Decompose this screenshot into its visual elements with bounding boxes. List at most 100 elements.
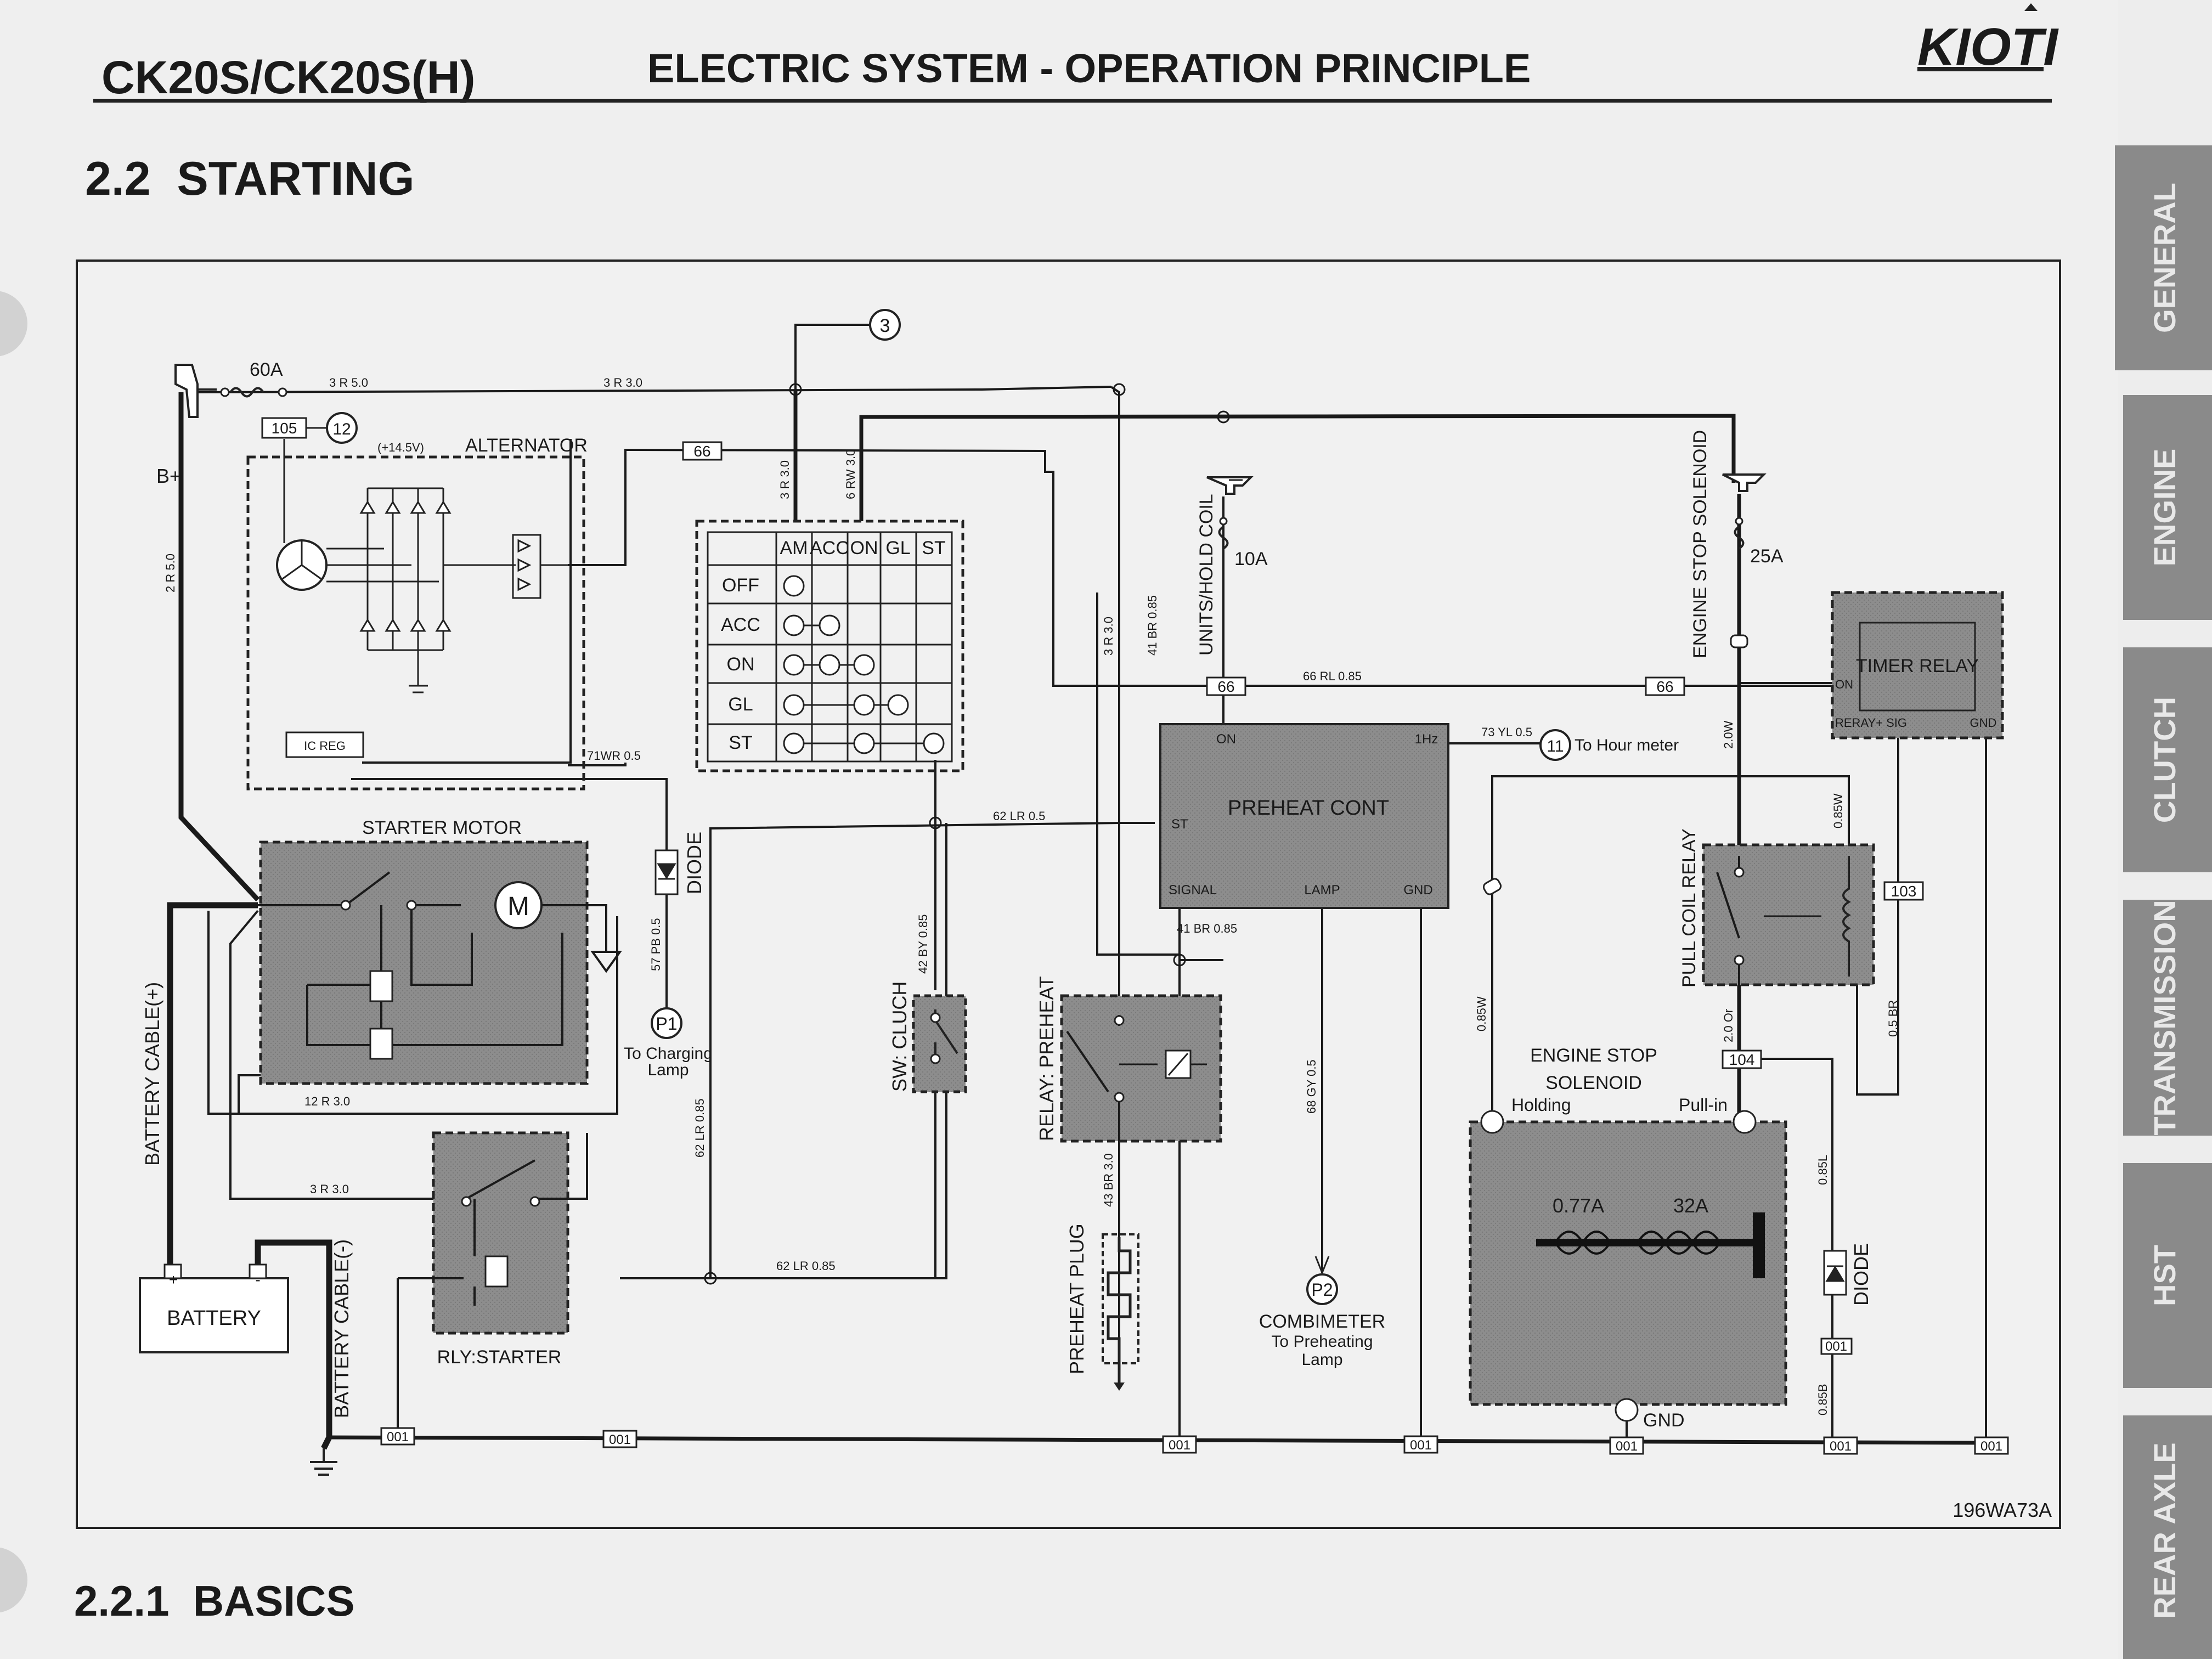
tab-engine[interactable] [2123, 395, 2212, 620]
wire-43br30-label: 43 BR 3.0 [1102, 1153, 1115, 1207]
wire-085b-label: 0.85B [1816, 1384, 1830, 1416]
wire-62lr05-label: 62 LR 0.5 [993, 809, 1045, 823]
clutch-switch [912, 994, 967, 1093]
wire-3r30-mid-label: 3 R 3.0 [1102, 617, 1115, 656]
tab-engine-label: ENGINE [2147, 449, 2182, 567]
svg-text:RERAY+ SIG: RERAY+ SIG [1835, 716, 1907, 730]
svg-text:GND: GND [1403, 883, 1432, 898]
svg-text:001: 001 [1410, 1438, 1432, 1453]
inline-connector-left [1482, 878, 1502, 895]
p1-terminal: P1 [651, 1007, 682, 1039]
svg-text:11: 11 [1547, 737, 1564, 755]
svg-text:001: 001 [1169, 1438, 1190, 1453]
node-001-diode: 001 [1820, 1338, 1853, 1355]
wire-73yl05-label: 73 YL 0.5 [1481, 725, 1532, 739]
wire-57pb05-label: 57 PB 0.5 [649, 918, 663, 971]
ks-row-on: ON [727, 654, 755, 675]
brand-logo: KIOTI [1917, 18, 2059, 76]
relay-starter-label: RLY:STARTER [437, 1347, 562, 1368]
ks-row-acc: ACC [721, 614, 760, 635]
node-11: 11 [1539, 729, 1571, 761]
figure-id: 196WA73A [1953, 1499, 2052, 1521]
engine-stop-solenoid-v-label: ENGINE STOP SOLENOID [1690, 430, 1711, 658]
ground-connectors: 001 001 001 001 001 001 001 [380, 1427, 2009, 1455]
combimeter-label: COMBIMETER [1259, 1311, 1385, 1332]
svg-text:GND: GND [1970, 716, 1997, 730]
to-hour-meter-label: To Hour meter [1575, 736, 1679, 754]
svg-text:001: 001 [609, 1432, 631, 1447]
pull-in-label: Pull-in [1679, 1095, 1728, 1115]
wire-2r50-label: 2 R 5.0 [163, 554, 177, 592]
svg-text:+: + [169, 1271, 178, 1288]
svg-text:LAMP: LAMP [1304, 883, 1340, 898]
battery-terminal [174, 364, 217, 418]
node-105: 105 12 [261, 412, 358, 444]
tab-hst[interactable] [2123, 1163, 2212, 1388]
amp-077-label: 0.77A [1553, 1194, 1604, 1217]
page-header: CK20S/CK20S(H) ELECTRIC SYSTEM - OPERATI… [74, 3, 2059, 1625]
fuse-10a-label: 10A [1234, 549, 1268, 569]
engine-stop-solenoid [1469, 1110, 1787, 1422]
amp-32-label: 32A [1673, 1194, 1708, 1217]
wire-3r30-low-label: 3 R 3.0 [310, 1182, 349, 1196]
motor-m-label: M [507, 892, 529, 921]
tab-rear-axle[interactable] [2123, 1415, 2212, 1659]
node-103: 103 [1883, 881, 1924, 901]
preheat-plug-label: PREHEAT PLUG [1065, 1223, 1088, 1374]
battery-cable-neg-label: BATTERY CABLE(-) [330, 1239, 353, 1418]
kioti-logo: KIOTI [1917, 3, 2059, 76]
wire-20w-label: 2.0W [1722, 720, 1735, 749]
starter-motor: M [258, 840, 622, 1085]
tab-transmission-label: TRANSMISSION [2147, 900, 2182, 1135]
preheat-controller: PREHEAT CONT ON 1Hz ST SIGNAL LAMP GND [1159, 723, 1449, 909]
relay-preheat [1060, 994, 1222, 1143]
ks-col-on: ON [850, 538, 878, 558]
p2-terminal: P2 [1306, 1273, 1338, 1305]
svg-text:66: 66 [1217, 678, 1234, 695]
svg-text:1Hz: 1Hz [1415, 732, 1438, 747]
ks-col-st: ST [922, 538, 945, 558]
tab-clutch[interactable] [2123, 647, 2212, 872]
pull-coil-relay [1702, 843, 1875, 988]
svg-text:-: - [255, 1271, 260, 1288]
wire-12r30-label: 12 R 3.0 [304, 1094, 350, 1108]
wire-3r30-v-label: 3 R 3.0 [778, 460, 792, 499]
svg-text:ON: ON [1835, 678, 1853, 691]
charging-lamp-label: Lamp [647, 1061, 689, 1079]
solenoid-diode [1823, 1250, 1847, 1296]
tab-clutch-label: CLUTCH [2147, 697, 2182, 823]
svg-text:66: 66 [1656, 678, 1673, 695]
preheat-plug [1102, 1233, 1139, 1391]
holding-label: Holding [1511, 1095, 1571, 1115]
engine-stop-fuse [1722, 473, 1767, 648]
charging-diode-label: DIODE [683, 832, 706, 894]
tab-general[interactable] [2115, 145, 2212, 370]
wire-085l-label: 0.85L [1816, 1155, 1830, 1185]
wire-68gy05-label: 68 GY 0.5 [1305, 1059, 1318, 1114]
ks-col-acc: ACC [810, 538, 849, 558]
key-switch: AM ACC ON GL ST OFF ACC ON GL ST [695, 520, 964, 772]
svg-text:SIGNAL: SIGNAL [1169, 883, 1217, 898]
tab-transmission[interactable] [2123, 900, 2212, 1136]
alternator: ALTERNATOR (+14.5V) IC REG [246, 435, 588, 791]
engine-stop-label: ENGINE STOP [1530, 1045, 1657, 1066]
battery-cable-pos-label: BATTERY CABLE(+) [141, 982, 163, 1166]
binder-holes [0, 291, 27, 1613]
fuse-25a-label: 25A [1750, 546, 1784, 567]
wire-085w-left-label: 0.85W [1475, 996, 1488, 1031]
solenoid-gnd-label: GND [1643, 1410, 1685, 1431]
wire-41br085-top-label: 41 BR 0.85 [1146, 595, 1159, 656]
wire-3r50-label: 3 R 5.0 [329, 376, 368, 390]
wire-42by085-label: 42 BY 0.85 [916, 915, 930, 974]
ks-col-am: AM [780, 538, 808, 558]
svg-text:P1: P1 [656, 1014, 677, 1034]
svg-text:ST: ST [1171, 817, 1188, 832]
ks-row-off: OFF [722, 575, 759, 596]
wire-71wr05-label: 71WR 0.5 [587, 749, 641, 763]
solenoid-diode-label: DIODE [1850, 1243, 1872, 1306]
wire-62lr085-v-label: 62 LR 0.85 [693, 1098, 707, 1158]
battery: + - BATTERY [139, 1263, 289, 1353]
wire-66rl085-label: 66 RL 0.85 [1303, 669, 1362, 683]
node-3: 3 [869, 309, 901, 341]
